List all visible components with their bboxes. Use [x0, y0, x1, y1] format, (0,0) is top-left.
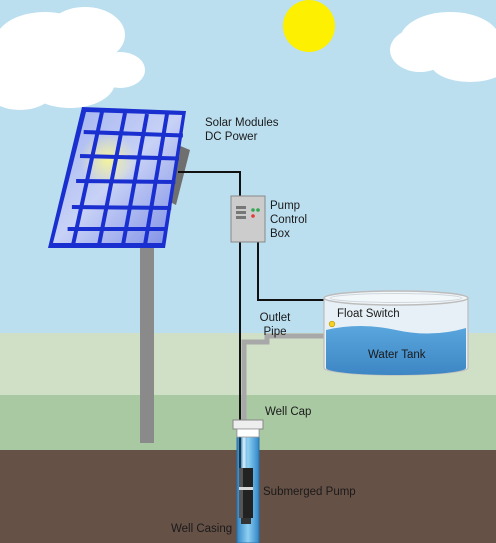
well-casing-label: Well Casing: [171, 523, 233, 535]
power-wire: [178, 171, 241, 196]
float-switch: [328, 320, 336, 328]
panel-pole: [140, 248, 154, 443]
outlet-pipe-label-line2: Pipe: [263, 326, 287, 338]
pump-control-label-line2: Control: [270, 214, 308, 226]
water-tank: [323, 290, 469, 376]
solar-panel: [48, 107, 186, 248]
water-tank-label: Water Tank: [368, 349, 426, 361]
cloud-icon: [0, 7, 145, 110]
outlet-pipe-label: Outlet Pipe: [252, 311, 298, 339]
submerged-pump: [239, 468, 253, 524]
outlet-pipe-label-line1: Outlet: [259, 312, 291, 324]
solar-modules-label: Solar Modules DC Power: [205, 116, 279, 144]
sun-icon: [283, 0, 335, 52]
float-switch-label: Float Switch: [337, 308, 400, 320]
cloud-icon: [390, 12, 496, 82]
submerged-pump-label: Submerged Pump: [263, 486, 356, 498]
pump-control-label-line1: Pump: [270, 200, 301, 212]
well-cap: [232, 419, 264, 438]
solar-modules-label-line1: Solar Modules: [205, 117, 279, 129]
outlet-pipe: [241, 333, 328, 428]
pump-control-box-label: Pump Control Box: [270, 199, 307, 241]
pump-control-label-line3: Box: [270, 228, 290, 240]
pump-control-box: [230, 195, 266, 243]
well-cap-label: Well Cap: [265, 406, 312, 418]
solar-modules-label-line2: DC Power: [205, 131, 258, 143]
